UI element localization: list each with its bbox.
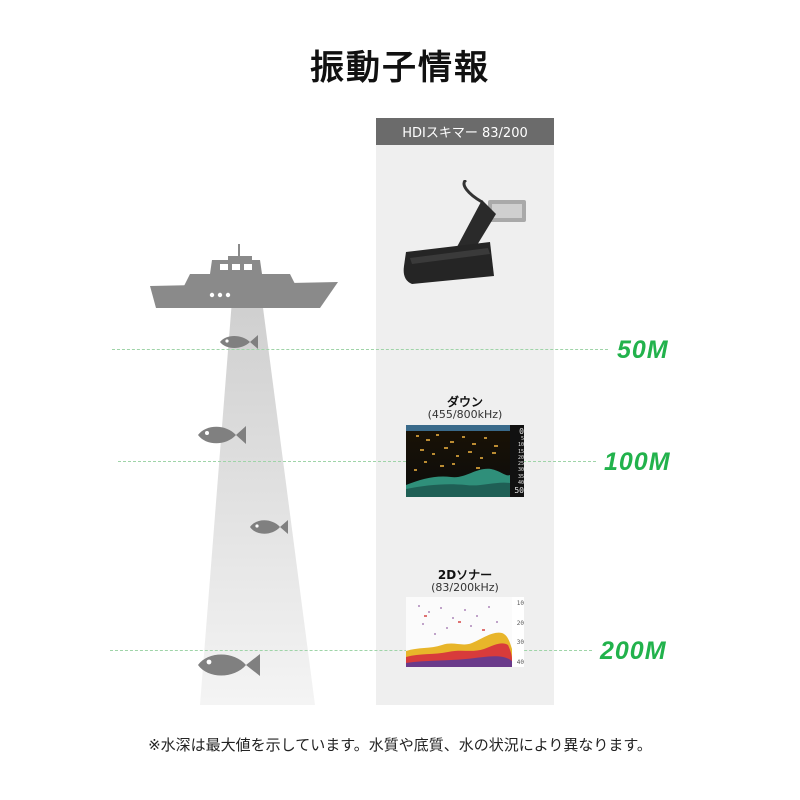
- fish-icon: [198, 654, 260, 676]
- mode-2d-sonar-title: 2Dソナー: [437, 568, 493, 582]
- scale-tick: 10: [517, 442, 524, 449]
- sonar-beam: [200, 300, 315, 705]
- scale-tick: 40: [516, 658, 524, 666]
- scale-tick: 40: [517, 479, 524, 486]
- 2d-sonar-screen: [406, 597, 524, 667]
- boat-icon: [150, 244, 338, 308]
- scale-tick: 35: [517, 473, 524, 480]
- scale-tick: 30: [517, 467, 524, 474]
- fish-icon: [250, 520, 288, 534]
- transducer-image: [403, 180, 526, 284]
- sonar-depth-scale: 10 20 30 40: [512, 600, 524, 666]
- page-title: 振動子情報: [310, 48, 490, 88]
- depth-label-50m: 50M: [617, 336, 669, 364]
- scale-tick: 10: [516, 600, 524, 607]
- down-imaging-screen: [406, 425, 524, 497]
- depth-label-100m: 100M: [604, 448, 671, 476]
- depth-line-200m: [110, 650, 592, 651]
- scale-tick: 15: [517, 448, 524, 455]
- scale-tick: 0: [519, 427, 524, 436]
- scale-tick: 20: [516, 619, 524, 627]
- footnote: ※水深は最大値を示しています。水質や底質、水の状況により異なります。: [148, 736, 652, 754]
- depth-line-50m: [112, 349, 608, 350]
- mode-2d-sonar-frequency: (83/200kHz): [431, 581, 499, 594]
- scale-tick: 20: [517, 454, 524, 461]
- scale-tick: 25: [517, 461, 524, 468]
- mode-down-frequency: (455/800kHz): [427, 408, 503, 421]
- depth-label-200m: 200M: [600, 637, 667, 665]
- depth-line-100m: [118, 461, 596, 462]
- scale-tick: 5: [520, 436, 524, 443]
- fish-icon: [220, 335, 258, 349]
- mode-down-title: ダウン: [446, 395, 483, 409]
- fish-icon: [198, 426, 246, 444]
- down-depth-scale: 0 5 10 15 20 25 30 35 40 50: [510, 427, 524, 495]
- scale-tick: 50: [514, 485, 524, 495]
- column-header: HDIスキマー 83/200: [376, 118, 554, 145]
- scale-tick: 30: [516, 639, 524, 647]
